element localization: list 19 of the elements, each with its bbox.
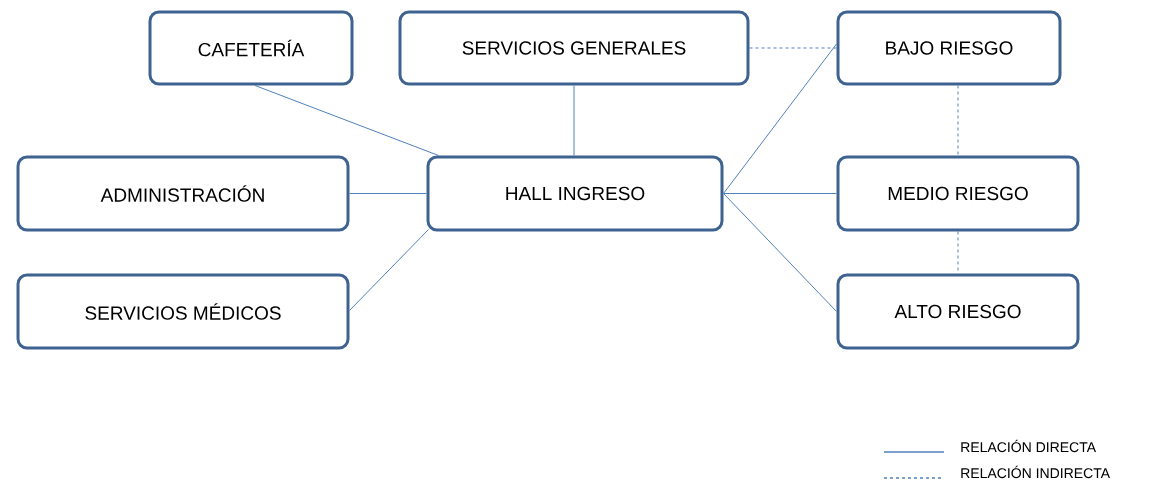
process-box: SERVICIOS MÉDICOS: [16, 273, 350, 350]
process-box: ALTO RIESGO: [836, 273, 1080, 350]
process-box: BAJO RIESGO: [836, 10, 1062, 86]
process-box: SERVICIOS GENERALES: [398, 10, 750, 86]
connector-line: [723, 193, 837, 312]
connector-line: [349, 193, 427, 194]
process-box: HALL INGRESO: [426, 155, 724, 232]
legend-label: RELACIÓN DIRECTA: [961, 439, 1097, 453]
process-box: CAFETERÍA: [148, 10, 354, 86]
process-box: ADMINISTRACIÓN: [16, 155, 350, 232]
connector-line: [723, 43, 837, 194]
connector-line: [573, 85, 575, 156]
connector-line: [254, 85, 439, 156]
process-box: MEDIO RIESGO: [836, 155, 1080, 232]
connector-line: [723, 193, 837, 194]
connector-line: [349, 229, 429, 311]
legend-label: RELACIÓN INDIRECTA: [961, 465, 1111, 479]
connector-line: [957, 85, 959, 156]
connector-line: [749, 47, 837, 49]
